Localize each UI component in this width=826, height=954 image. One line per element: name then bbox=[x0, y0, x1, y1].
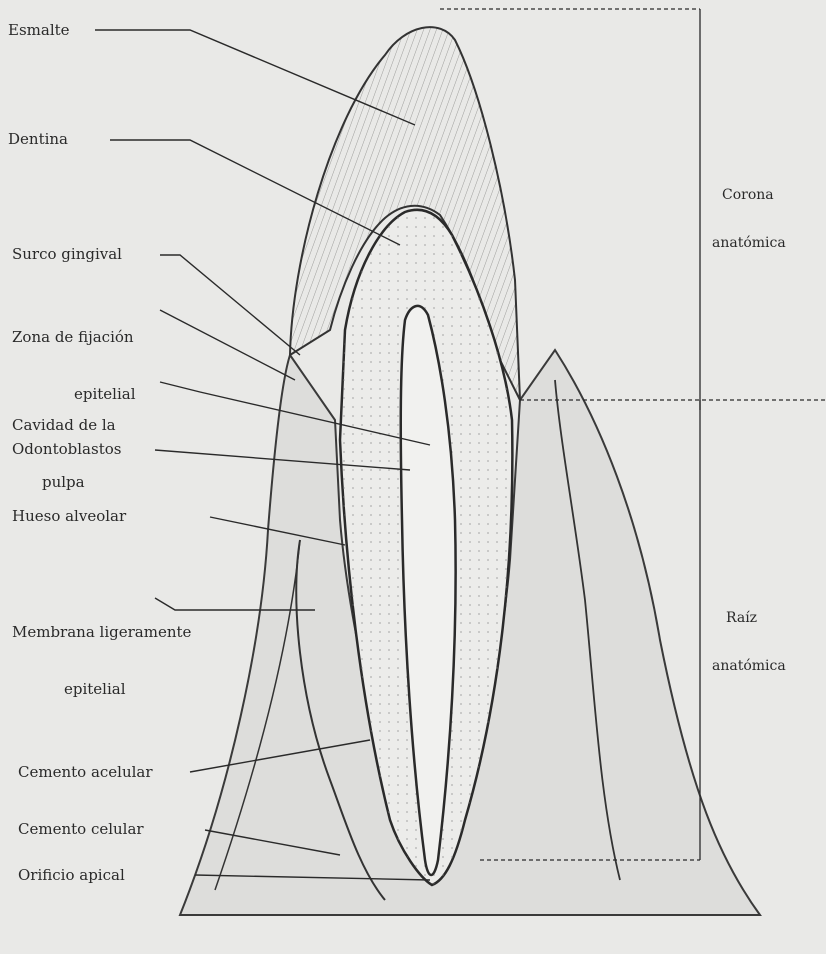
label-orificio-apical: Orificio apical bbox=[18, 866, 125, 885]
label-cemento-acelular: Cemento acelular bbox=[18, 763, 153, 782]
label-cemento-celular: Cemento celular bbox=[18, 820, 144, 839]
label-zona-fijacion-line1: Zona de fijación bbox=[12, 328, 136, 347]
label-membrana: Membrana ligeramente epitelial bbox=[12, 585, 191, 737]
label-membrana-line2: epitelial bbox=[12, 680, 191, 699]
label-odontoblastos: Odontoblastos bbox=[12, 440, 121, 459]
label-cavidad-pulpa-line2: pulpa bbox=[12, 473, 116, 492]
region-raiz-line2: anatómica bbox=[712, 658, 786, 674]
label-surco-gingival: Surco gingival bbox=[12, 245, 122, 264]
label-dentina: Dentina bbox=[8, 130, 68, 149]
label-membrana-line1: Membrana ligeramente bbox=[12, 623, 191, 642]
region-raiz-line1: Raíz bbox=[712, 610, 786, 626]
region-corona: Corona anatómica bbox=[712, 155, 786, 283]
region-corona-line2: anatómica bbox=[712, 235, 786, 251]
region-raiz: Raíz anatómica bbox=[712, 578, 786, 706]
label-hueso-alveolar: Hueso alveolar bbox=[12, 507, 126, 526]
label-cavidad-pulpa-line1: Cavidad de la bbox=[12, 416, 116, 435]
label-esmalte: Esmalte bbox=[8, 21, 70, 40]
region-corona-line1: Corona bbox=[712, 187, 786, 203]
